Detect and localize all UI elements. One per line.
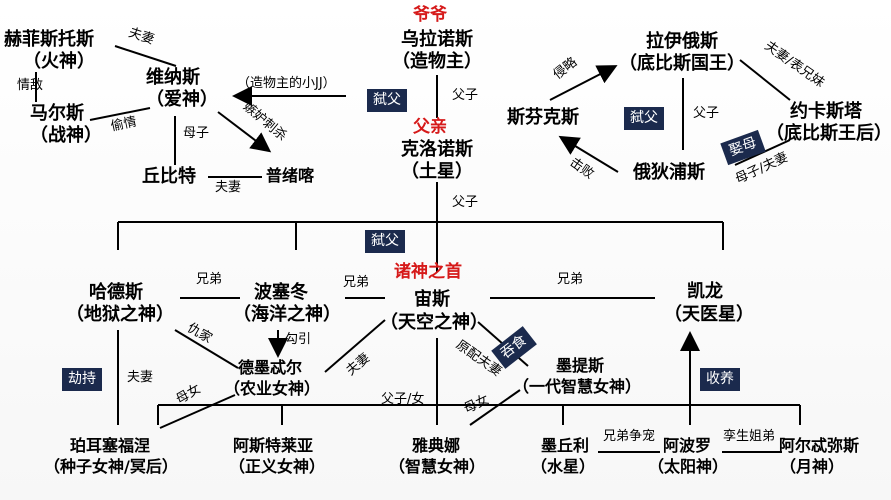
brother-2: 兄弟	[343, 275, 370, 290]
mercury-title: （水星）	[531, 457, 596, 476]
grandfather-label: 爷爷	[413, 5, 447, 25]
uranus-name: 乌拉诺斯	[401, 29, 473, 50]
ares-title: （战神）	[30, 125, 102, 146]
hades-name: 哈德斯	[89, 282, 143, 303]
zeus-title: （天空之神）	[380, 312, 488, 333]
uranus-title: （造物主）	[392, 51, 482, 72]
artemis-title: （月神）	[780, 457, 845, 476]
apollo-title: （太阳神）	[648, 457, 729, 476]
mother-son-label: 母子	[183, 126, 210, 141]
rival-label: 情敌	[17, 78, 44, 93]
athena-title: （智慧女神）	[389, 457, 486, 476]
hephaestus-name: 赫菲斯托斯	[4, 29, 94, 50]
patricide-box-1: 弑父	[367, 89, 407, 112]
persephone-name: 珀耳塞福涅	[70, 436, 151, 455]
patricide-box-3: 弑父	[624, 107, 664, 130]
brother-3: 兄弟	[557, 272, 584, 287]
cronus-name: 克洛诺斯	[401, 139, 473, 160]
spouse-cupid-psyche: 夫妻	[215, 180, 242, 195]
persephone-title: （种子女神/冥后）	[44, 457, 178, 476]
laius-name: 拉伊俄斯	[646, 31, 718, 52]
father-son-laius: 父子	[693, 106, 720, 121]
spouse-hades: 夫妻	[127, 370, 154, 385]
zeus-label: 诸神之首	[394, 262, 462, 282]
laius-title: （底比斯国王）	[619, 53, 745, 74]
venus-name: 维纳斯	[146, 67, 200, 88]
seduce-label: 勾引	[285, 332, 312, 347]
oedipus-name: 俄狄浦斯	[633, 162, 705, 183]
astraea-title: （正义女神）	[229, 457, 326, 476]
cronus-title: （土星）	[401, 161, 473, 182]
twins-label: 孪生姐弟	[723, 429, 776, 444]
sphinx-name: 斯芬克斯	[507, 107, 579, 128]
astraea-name: 阿斯特莱亚	[233, 436, 314, 455]
ares-name: 马尔斯	[30, 103, 84, 124]
poseidon-title: （海洋之神）	[233, 304, 341, 325]
venus-title: （爱神）	[146, 89, 218, 110]
jocasta-title: （底比斯王后）	[766, 123, 891, 144]
patricide-box-2: 弑父	[365, 230, 405, 253]
father-label: 父亲	[413, 117, 447, 137]
father-son-1: 父子	[452, 88, 479, 103]
demeter-name: 德墨忒尔	[238, 358, 303, 377]
brother-1: 兄弟	[196, 272, 223, 287]
brother-favor-label: 兄弟争宠	[603, 429, 656, 444]
jocasta-name: 约卡斯塔	[790, 101, 862, 122]
mercury-name: 墨丘利	[541, 436, 590, 455]
artemis-name: 阿尔忒弥斯	[779, 436, 860, 455]
hephaestus-title: （火神）	[23, 51, 95, 72]
father-daughter-label: 父子/女	[381, 392, 425, 407]
father-son-2: 父子	[452, 195, 479, 210]
demeter-title: （农业女神）	[224, 379, 321, 398]
metis-title: （一代智慧女神）	[513, 377, 642, 396]
chiron-name: 凯龙	[687, 281, 723, 302]
zeus-name: 宙斯	[414, 289, 450, 310]
metis-name: 墨提斯	[556, 356, 605, 375]
psyche-name: 普绪喀	[266, 166, 315, 185]
athena-name: 雅典娜	[412, 436, 461, 455]
creator-note: （造物主的小JJ）	[237, 76, 336, 91]
kidnap-box: 劫持	[62, 368, 102, 391]
apollo-name: 阿波罗	[663, 436, 712, 455]
chiron-title: （天医星）	[664, 304, 754, 325]
cupid-name: 丘比特	[142, 166, 196, 187]
poseidon-name: 波塞冬	[254, 282, 308, 303]
adopt-box: 收养	[700, 368, 740, 391]
hades-title: （地狱之神）	[66, 304, 174, 325]
